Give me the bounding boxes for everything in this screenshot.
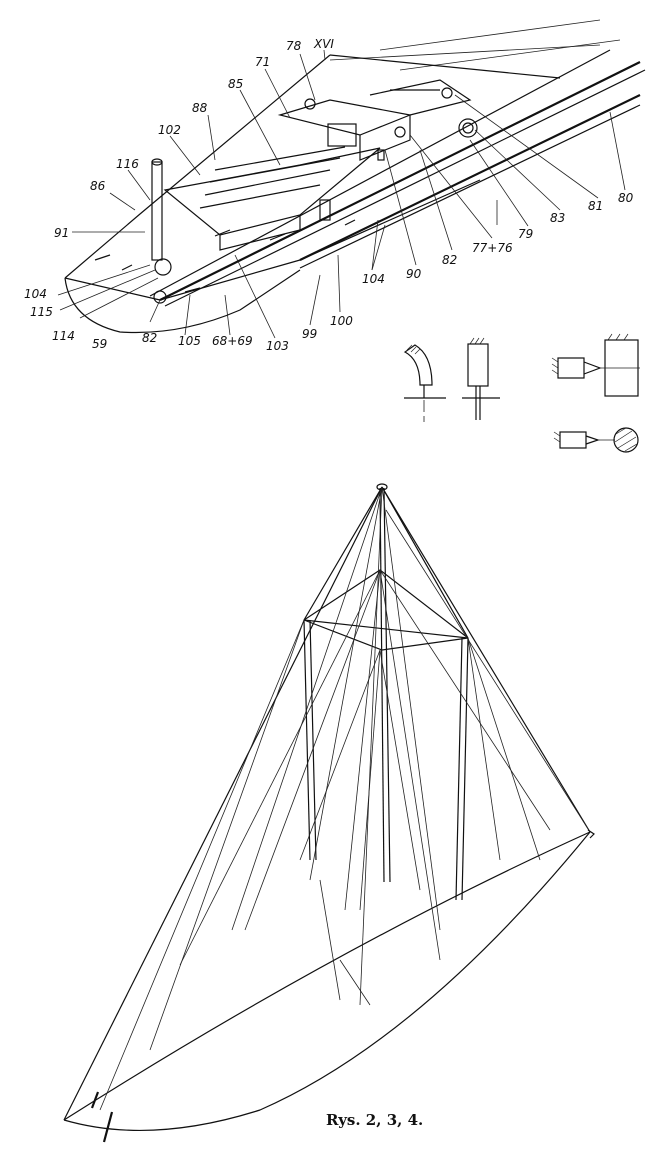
label-81: 81 — [588, 199, 603, 213]
label-100: 100 — [330, 314, 353, 328]
label-104-right: 104 — [362, 272, 385, 286]
mast-and-sails-drawing — [63, 483, 595, 1143]
label-115: 115 — [30, 305, 53, 319]
label-99: 99 — [302, 327, 317, 341]
label-59: 59 — [92, 337, 107, 351]
label-114: 114 — [52, 329, 75, 343]
hull-deck-drawing — [57, 19, 646, 339]
label-88: 88 — [192, 101, 208, 115]
label-90: 90 — [406, 267, 422, 281]
label-82-left: 82 — [142, 331, 157, 345]
label-103: 103 — [266, 339, 289, 353]
label-116: 116 — [116, 157, 139, 171]
label-80: 80 — [618, 191, 634, 205]
label-105: 105 — [178, 334, 201, 348]
label-71: 71 — [255, 55, 270, 69]
label-77-76: 77+76 — [472, 241, 513, 255]
label-91: 91 — [54, 226, 69, 240]
label-79: 79 — [518, 227, 533, 241]
spar-detail-sketches — [403, 333, 640, 453]
label-86: 86 — [90, 179, 106, 193]
label-xvi: XVI — [313, 37, 334, 51]
label-104-left: 104 — [24, 287, 47, 301]
label-102: 102 — [158, 123, 181, 137]
label-68-69: 68+69 — [212, 334, 253, 348]
hull-part-labels: XVI 78 71 85 88 102 116 86 91 104 115 11… — [24, 37, 634, 353]
label-83: 83 — [550, 211, 565, 225]
figure-caption: Rys. 2, 3, 4. — [326, 1111, 423, 1129]
label-78: 78 — [286, 39, 302, 53]
label-82-right: 82 — [442, 253, 457, 267]
label-85: 85 — [228, 77, 243, 91]
